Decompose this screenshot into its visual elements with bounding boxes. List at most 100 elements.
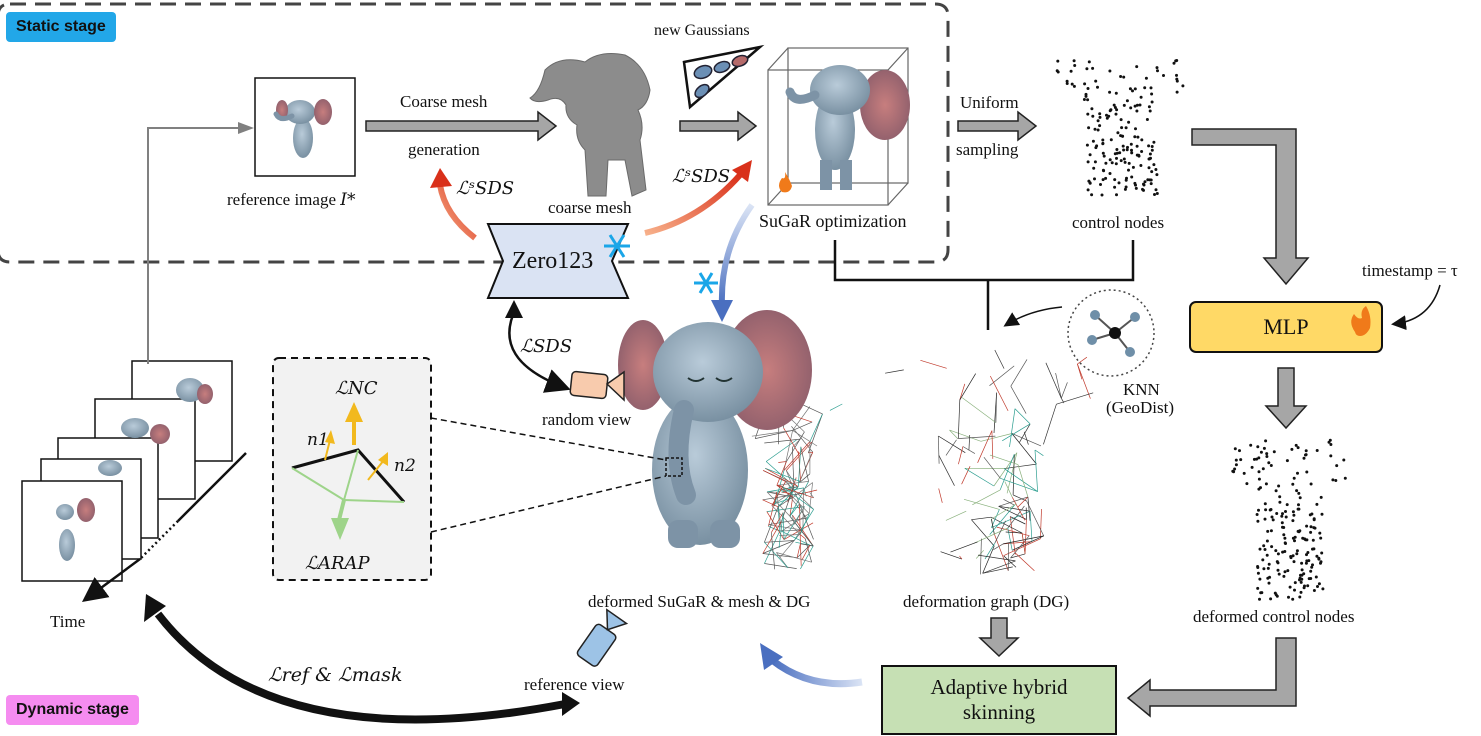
control-node-point — [1152, 140, 1156, 144]
mesh-edge — [959, 373, 976, 401]
control-node-point — [1056, 59, 1060, 63]
control-node-point — [1084, 92, 1088, 96]
control-node-point — [1288, 585, 1292, 589]
control-node-point — [1143, 180, 1147, 184]
control-node-point — [1117, 181, 1121, 185]
sugar-cube — [767, 47, 910, 206]
control-node-point — [1293, 588, 1296, 592]
control-node-point — [1317, 582, 1321, 586]
control-node-point — [1150, 170, 1154, 174]
loss-nc-label: ℒNC — [335, 378, 378, 399]
control-node-point — [1133, 135, 1137, 139]
control-node-point — [1181, 84, 1185, 88]
control-node-point — [1292, 476, 1296, 480]
control-node-point — [1127, 120, 1131, 124]
control-node-point — [1291, 482, 1295, 486]
sugar-label: SuGaR optimization — [759, 211, 907, 231]
mesh-edge — [949, 429, 958, 439]
mesh-edge — [994, 349, 1005, 369]
control-node-point — [1305, 553, 1308, 557]
mesh-edge — [800, 446, 809, 482]
control-node-point — [1090, 107, 1094, 111]
control-node-point — [1266, 576, 1270, 580]
control-node-point — [1265, 553, 1269, 557]
control-node-point — [1119, 134, 1123, 138]
control-node-point — [1303, 537, 1307, 541]
control-node-point — [1100, 193, 1104, 197]
control-node-point — [1085, 143, 1089, 147]
control-node-point — [1300, 568, 1304, 572]
control-node-point — [1122, 75, 1126, 79]
control-node-point — [1294, 443, 1298, 447]
red-arrow-to-reference — [437, 184, 477, 241]
control-node-point — [1278, 500, 1282, 504]
mesh-edge — [983, 456, 1001, 479]
frame-to-reference-line — [147, 127, 244, 364]
mesh-edge — [991, 518, 995, 534]
zero123-model[interactable] — [486, 223, 630, 299]
control-node-point — [1114, 162, 1118, 166]
control-node-point — [1315, 554, 1319, 558]
control-node-point — [1310, 565, 1314, 569]
mesh-edge — [989, 375, 1009, 412]
control-node-point — [1304, 449, 1308, 453]
skinning-box[interactable] — [881, 665, 1117, 735]
arrow-sugar-to-nodes — [957, 110, 1038, 142]
mesh-edge — [1009, 516, 1016, 555]
sampling-label: sampling — [956, 140, 1019, 159]
control-node-point — [1056, 70, 1060, 74]
mesh-edge — [1040, 508, 1042, 539]
control-node-point — [1119, 159, 1123, 163]
control-node-point — [1295, 549, 1299, 553]
knn-label: KNN — [1123, 380, 1160, 399]
control-node-point — [1335, 464, 1339, 468]
control-node-point — [1255, 513, 1259, 516]
control-node-point — [1250, 465, 1254, 469]
control-node-point — [1155, 173, 1159, 177]
mesh-edge — [1004, 468, 1038, 492]
random-view-label: random view — [542, 410, 632, 429]
control-node-point — [1104, 161, 1108, 165]
control-node-point — [1115, 193, 1118, 197]
control-node-point — [1342, 458, 1346, 462]
coarse-mesh-gen-bottom-label: generation — [408, 140, 480, 159]
control-node-point — [1175, 79, 1179, 83]
control-node-point — [1088, 153, 1092, 157]
mesh-edge — [808, 451, 813, 454]
mesh-edge — [789, 503, 800, 517]
control-node-point — [1283, 536, 1287, 540]
lsds-curve-top-head — [505, 300, 523, 318]
control-node-point — [1278, 495, 1282, 499]
control-node-point — [1139, 95, 1143, 99]
mlp-box[interactable] — [1189, 301, 1383, 353]
mesh-edge — [1011, 497, 1026, 521]
control-node-point — [1119, 75, 1123, 78]
mesh-edge — [937, 435, 940, 464]
mesh-edge — [792, 447, 795, 487]
mesh-edge — [982, 566, 1013, 574]
control-node-point — [1135, 103, 1139, 107]
mesh-edge — [804, 538, 812, 563]
skinning-label: Adaptive hybrid skinning — [882, 666, 1116, 734]
control-node-point — [1285, 503, 1289, 507]
control-node-point — [1296, 446, 1300, 450]
control-node-point — [1115, 148, 1119, 151]
mesh-edge — [1077, 363, 1091, 399]
mesh-edge — [999, 454, 1015, 491]
control-node-point — [1119, 118, 1123, 122]
mesh-edge — [991, 430, 994, 459]
loss-sds-s-right: ℒˢSDS — [672, 166, 731, 187]
control-node-point — [1275, 512, 1279, 515]
control-node-point — [1155, 66, 1159, 70]
control-node-point — [1070, 82, 1074, 86]
timestamp-label: timestamp = τ — [1362, 261, 1458, 280]
control-node-point — [1149, 178, 1153, 182]
control-node-point — [1306, 584, 1310, 588]
control-node-point — [1282, 574, 1286, 578]
control-node-point — [1108, 172, 1112, 175]
control-node-point — [1282, 526, 1286, 529]
control-node-point — [1114, 112, 1118, 116]
arrow-mlp-to-deformed-nodes — [1264, 367, 1308, 430]
control-node-point — [1153, 193, 1156, 196]
control-node-point — [1304, 453, 1308, 457]
